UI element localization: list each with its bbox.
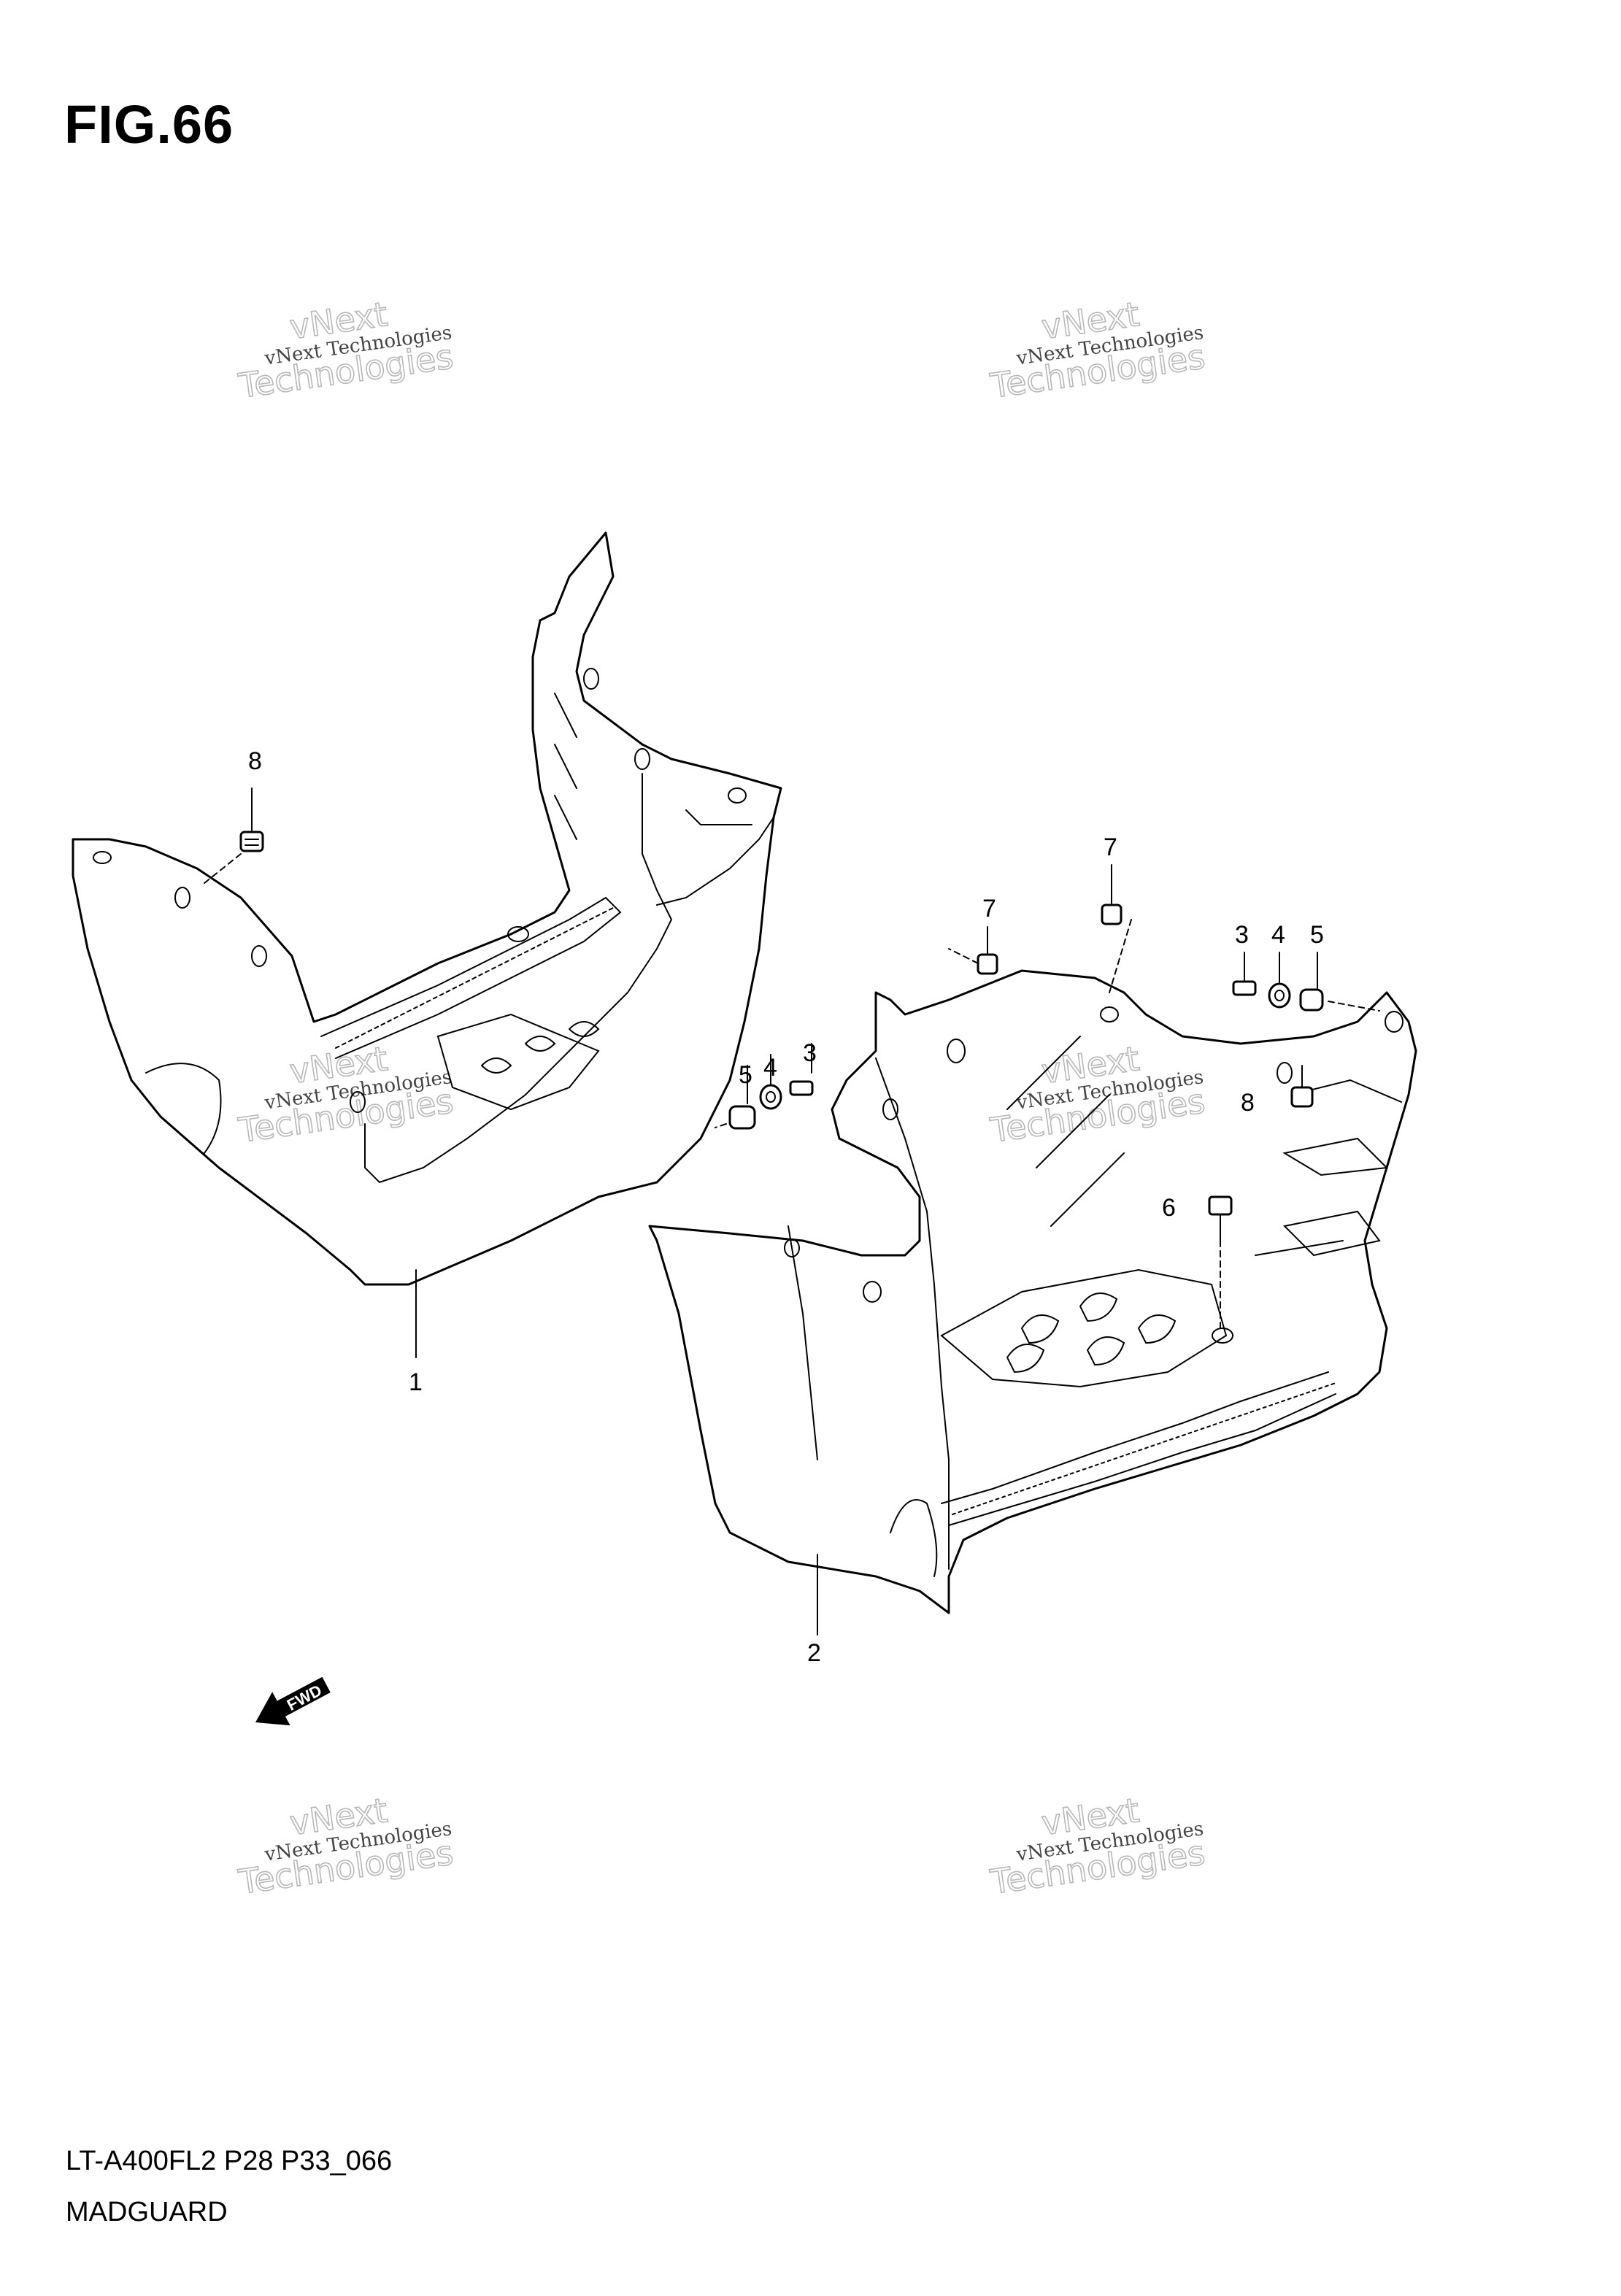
callout-3-left: 3 [803, 1039, 817, 1067]
bolt-8-right [1290, 1065, 1314, 1108]
callout-4-left: 4 [763, 1054, 777, 1082]
footer-model-code: LT-A400FL2 P28 P33_066 [66, 2146, 393, 2176]
svg-text:FWD: FWD [284, 1681, 325, 1714]
watermark: vNext vNext Technologies Technologies [987, 1038, 1208, 1150]
callout-6: 6 [1162, 1194, 1176, 1222]
washer-4-right [1268, 952, 1291, 1009]
washer-4-left [759, 1054, 782, 1110]
bolt-3-left [789, 1043, 814, 1096]
callout-8-left: 8 [248, 747, 262, 775]
watermark: vNext vNext Technologies Technologies [235, 1790, 456, 1902]
callout-5-left: 5 [739, 1061, 752, 1089]
grommet-5-right [1299, 952, 1380, 1012]
part-1-left-madguard [72, 531, 782, 1286]
callout-7-upper: 7 [1104, 833, 1117, 861]
callout-7-lower: 7 [982, 895, 996, 922]
callout-8-right: 8 [1241, 1089, 1255, 1117]
figure-title: FIG.66 [64, 94, 234, 155]
callout-5-right: 5 [1310, 921, 1324, 949]
watermark: vNext vNext Technologies Technologies [235, 293, 456, 406]
callout-2: 2 [807, 1639, 821, 1667]
callout-3-right: 3 [1235, 921, 1249, 949]
bolt-3-right [1232, 952, 1257, 996]
bolt-8-left [204, 787, 264, 884]
watermark: vNext vNext Technologies Technologies [987, 1790, 1208, 1902]
callout-1: 1 [409, 1368, 423, 1396]
watermark: vNext vNext Technologies Technologies [235, 1038, 456, 1150]
callout-4-right: 4 [1271, 921, 1285, 949]
bolt-7-lower [948, 926, 998, 975]
footer-part-name: MADGUARD [66, 2197, 228, 2227]
bolt-7-upper [1101, 864, 1132, 993]
grommet-5-left [715, 1065, 756, 1130]
fwd-arrow-icon: FWD [255, 1676, 331, 1726]
watermark: vNext vNext Technologies Technologies [987, 293, 1208, 406]
bolt-6 [1208, 1195, 1233, 1329]
part-2-right-madguard [648, 969, 1417, 1614]
